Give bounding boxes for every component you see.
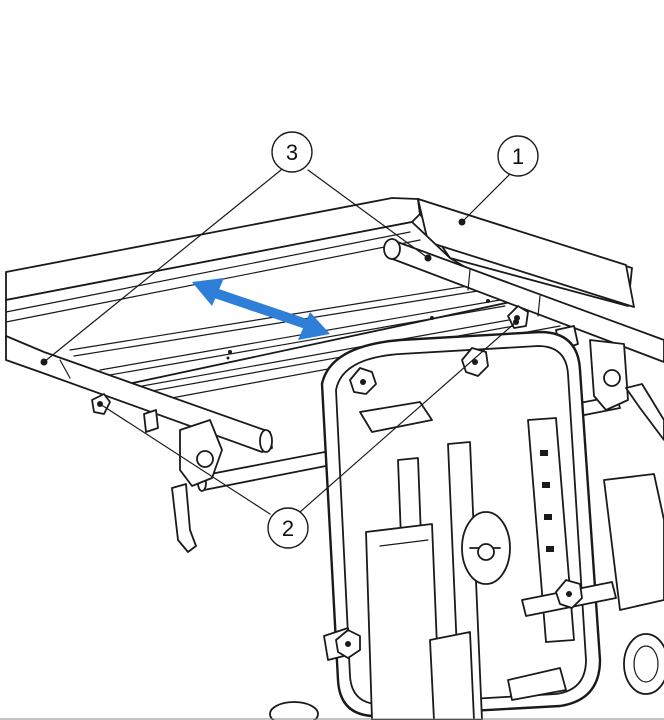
seat-back-frame xyxy=(269,330,664,720)
callout-3: 3 xyxy=(271,131,313,173)
callout-2-label: 2 xyxy=(282,516,294,541)
leader-lines xyxy=(40,169,519,515)
callout-1-label: 1 xyxy=(512,144,524,169)
right-mount-bracket xyxy=(555,325,664,441)
callout-2: 2 xyxy=(267,507,309,549)
double-headed-arrow-icon xyxy=(192,278,330,340)
left-mount-bracket xyxy=(91,393,223,553)
callout-3-label: 3 xyxy=(286,140,298,165)
right-rail-tube xyxy=(383,238,664,363)
star-knobs xyxy=(335,305,583,659)
callout-1: 1 xyxy=(497,135,539,177)
